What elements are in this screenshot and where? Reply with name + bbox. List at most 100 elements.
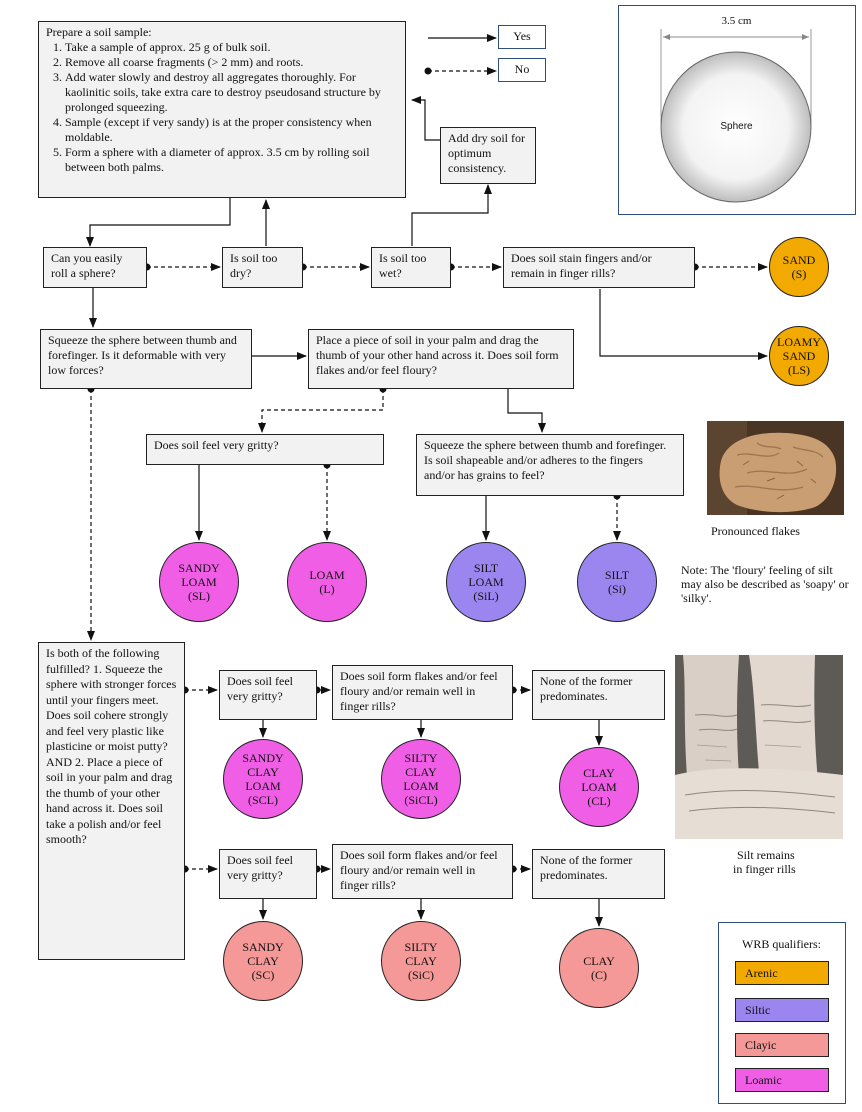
class-text: (SL): [188, 589, 210, 603]
too-dry-question: Is soil too dry?: [222, 247, 303, 288]
class-sand: SAND (S): [769, 237, 829, 297]
box-text: None of the former predominates.: [540, 853, 633, 882]
class-text: SILT: [604, 568, 630, 582]
rills-caption-line2: in finger rills: [733, 862, 796, 876]
class-text: SANDY: [178, 561, 220, 575]
note-text: Note: The 'floury' feeling of silt may a…: [681, 563, 849, 605]
box-text: Does soil form flakes and/or feel floury…: [340, 669, 498, 713]
box-text: Does soil stain fingers and/or remain in…: [511, 251, 652, 280]
key-yes: Yes: [498, 25, 546, 49]
class-text: SANDY: [242, 751, 284, 765]
prepare-steps: Take a sample of approx. 25 g of bulk so…: [46, 40, 398, 175]
sphere-illustration: [660, 29, 812, 203]
prepare-step: Form a sphere with a diameter of approx.…: [65, 145, 398, 175]
class-silty-clay: SILTY CLAY (SiC): [381, 921, 461, 1001]
class-text: SAND: [782, 253, 816, 267]
gritty-question-a: Does soil feel very gritty?: [219, 670, 317, 720]
shapeable-question: Squeeze the sphere between thumb and for…: [416, 434, 684, 496]
class-text: CLAY: [247, 954, 279, 968]
key-no: No: [498, 58, 546, 82]
prepare-step: Add water slowly and destroy all aggrega…: [65, 70, 398, 115]
box-text: Is soil too wet?: [379, 251, 427, 280]
sphere-dimension: 3.5 cm: [721, 15, 752, 27]
box-text: Can you easily roll a sphere?: [51, 251, 123, 280]
legend-title: WRB qualifiers:: [742, 937, 821, 951]
class-clay: CLAY (C): [559, 928, 639, 1008]
class-text: LOAM: [403, 779, 439, 793]
prepare-step: Sample (except if very sandy) is at the …: [65, 115, 398, 145]
class-text: SILTY: [404, 751, 438, 765]
class-text: LOAM: [581, 780, 617, 794]
box-text: Is both of the following fulfilled? 1. S…: [46, 646, 177, 846]
class-text: (SiCL): [404, 793, 438, 807]
very-gritty-question: Does soil feel very gritty?: [146, 434, 384, 465]
flakes-photo: [707, 421, 844, 515]
class-silty-clay-loam: SILTY CLAY LOAM (SiCL): [381, 739, 461, 819]
none-predominates-b: None of the former predominates.: [532, 849, 665, 899]
class-text: LOAM: [468, 575, 504, 589]
none-predominates-a: None of the former predominates.: [532, 670, 665, 720]
class-sandy-clay-loam: SANDY CLAY LOAM (SCL): [223, 739, 303, 819]
rills-caption-line1: Silt remains: [737, 848, 795, 862]
legend-item-loamic: Loamic: [735, 1068, 829, 1092]
finger-rills-illustration: [675, 655, 843, 839]
class-text: CLAY: [583, 766, 615, 780]
box-text: Squeeze the sphere between thumb and for…: [48, 333, 237, 377]
both-fulfilled-question: Is both of the following fulfilled? 1. S…: [38, 642, 185, 960]
class-text: LOAM: [245, 779, 281, 793]
class-text: CLAY: [247, 765, 279, 779]
flakes-photo-illustration: [707, 421, 844, 515]
palm-drag-question: Place a piece of soil in your palm and d…: [308, 329, 574, 389]
class-text: SAND: [782, 349, 816, 363]
flakes-caption: Pronounced flakes: [711, 524, 800, 538]
class-text: (SiC): [407, 968, 434, 982]
prepare-title: Prepare a soil sample:: [46, 25, 152, 39]
box-text: Does soil feel very gritty?: [154, 438, 279, 452]
class-loamy-sand: LOAMY SAND (LS): [769, 326, 829, 386]
flakes-question-a: Does soil form flakes and/or feel floury…: [332, 665, 513, 720]
box-text: Place a piece of soil in your palm and d…: [316, 333, 559, 377]
class-text: CLAY: [583, 954, 615, 968]
legend-item-siltic: Siltic: [735, 998, 829, 1022]
class-text: SANDY: [242, 940, 284, 954]
sphere-label: Sphere: [720, 121, 753, 132]
add-dry-soil-box: Add dry soil for optimum consistency.: [440, 127, 536, 184]
class-text: CLAY: [405, 954, 437, 968]
class-text: CLAY: [405, 765, 437, 779]
class-text: SILTY: [404, 940, 438, 954]
legend-item-arenic: Arenic: [735, 961, 829, 985]
gritty-question-b: Does soil feel very gritty?: [219, 849, 317, 899]
box-text: Is soil too dry?: [230, 251, 278, 280]
box-text: Add dry soil for optimum consistency.: [448, 131, 525, 175]
class-text: LOAM: [309, 568, 345, 582]
box-text: Does soil feel very gritty?: [227, 674, 293, 703]
prepare-step: Take a sample of approx. 25 g of bulk so…: [65, 40, 398, 55]
class-text: (SC): [251, 968, 275, 982]
class-text: (S): [791, 267, 807, 281]
box-text: Does soil form flakes and/or feel floury…: [340, 848, 498, 892]
class-sandy-loam: SANDY LOAM (SL): [159, 542, 239, 622]
class-sandy-clay: SANDY CLAY (SC): [223, 921, 303, 1001]
wrb-legend: WRB qualifiers: Arenic Siltic Clayic Loa…: [718, 922, 846, 1104]
roll-sphere-question: Can you easily roll a sphere?: [43, 247, 147, 288]
class-text: (SiL): [473, 589, 499, 603]
class-silt: SILT (Si): [577, 542, 657, 622]
class-text: (SCL): [248, 793, 278, 807]
finger-rills-photo: [675, 655, 843, 839]
class-text: (L): [319, 582, 335, 596]
stain-fingers-question: Does soil stain fingers and/or remain in…: [503, 247, 695, 288]
box-text: Squeeze the sphere between thumb and for…: [424, 438, 667, 482]
class-loam: LOAM (L): [287, 542, 367, 622]
class-text: (LS): [788, 363, 810, 377]
sphere-panel: 3.5 cm Sphere: [618, 5, 856, 215]
class-text: (C): [591, 968, 607, 982]
class-text: (CL): [587, 794, 611, 808]
box-text: Does soil feel very gritty?: [227, 853, 293, 882]
class-text: SILT: [473, 561, 499, 575]
class-clay-loam: CLAY LOAM (CL): [559, 747, 639, 827]
squeeze-low-force-question: Squeeze the sphere between thumb and for…: [40, 329, 252, 389]
flakes-question-b: Does soil form flakes and/or feel floury…: [332, 844, 513, 899]
legend-item-clayic: Clayic: [735, 1033, 829, 1057]
class-text: LOAMY: [777, 335, 821, 349]
class-silt-loam: SILT LOAM (SiL): [446, 542, 526, 622]
